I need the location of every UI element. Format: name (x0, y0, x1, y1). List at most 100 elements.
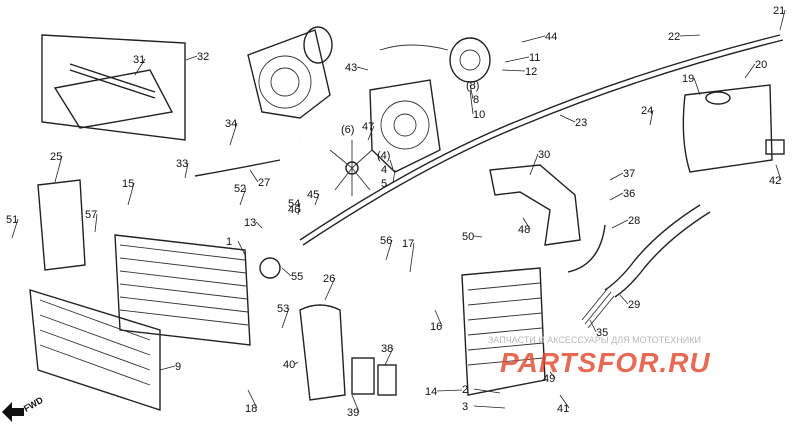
callout-51: 51 (6, 214, 19, 239)
callout-number: 5 (381, 178, 387, 190)
fwd-label: FWD (22, 395, 45, 414)
leader-line (281, 307, 290, 329)
callout-35: 35 (589, 319, 608, 339)
callout-52: 52 (234, 183, 247, 206)
leader-line (559, 114, 576, 123)
callout-number: 26 (323, 273, 335, 285)
bracket-30 (489, 164, 581, 246)
leader-line (775, 164, 782, 181)
callout-15: 15 (122, 178, 135, 206)
callout-number: 34 (225, 118, 237, 130)
callout-number: 4 (381, 164, 387, 176)
callout-number: 8 (473, 94, 479, 106)
leader-line (185, 55, 198, 61)
leader-line (473, 405, 506, 409)
upper-hose (194, 138, 302, 177)
callout-number: 41 (557, 403, 569, 415)
right-hoses (567, 204, 711, 329)
callout-41: 41 (557, 394, 570, 415)
callout-32: 32 (185, 51, 209, 63)
callout-36: 36 (609, 188, 635, 201)
callout-number: 3 (462, 401, 468, 413)
callout-number: 53 (277, 303, 289, 315)
callout-17: 17 (402, 238, 415, 273)
leader-line (392, 169, 396, 184)
callout-number: 45 (307, 189, 319, 201)
callout-23: 23 (559, 114, 587, 129)
callout-number: 49 (543, 373, 555, 385)
callout-18: 18 (245, 389, 258, 415)
callout-47: 47 (362, 121, 375, 141)
callout-number: 40 (283, 359, 295, 371)
callout-number: 20 (755, 59, 767, 71)
callout-29: 29 (619, 294, 640, 311)
callout-number: 44 (545, 31, 557, 43)
callout-number: 42 (769, 175, 781, 187)
grouped-callout: (6) (341, 124, 354, 136)
leader-line (649, 109, 654, 126)
leader-line (294, 361, 299, 365)
side-cover (37, 179, 86, 271)
leader-line (473, 235, 483, 238)
callout-21: 21 (773, 5, 786, 31)
leader-line (744, 63, 756, 79)
leader-line (504, 56, 530, 63)
leader-line (611, 219, 629, 229)
leader-line (385, 239, 393, 261)
callout-number: 1 (226, 236, 232, 248)
callout-53: 53 (277, 303, 290, 329)
callout-26: 26 (323, 273, 336, 301)
leader-line (529, 153, 539, 176)
leader-line (619, 294, 629, 305)
leader-line (469, 84, 474, 100)
callout-number: 12 (525, 66, 537, 78)
callout-number: 25 (50, 151, 62, 163)
leader-line (609, 172, 624, 181)
callout-24: 24 (641, 105, 654, 126)
leader-line (549, 371, 556, 379)
gasket (351, 357, 397, 396)
leader-line (229, 122, 238, 146)
callout-layer: 1234589101112131415161718192021222324252… (6, 5, 786, 419)
watermark: ЗАПЧАСТИ И АКСЕССУАРЫ ДЛЯ МОТОТЕХНИКИ PA… (488, 335, 710, 378)
leader-line (609, 192, 624, 201)
callout-48: 48 (518, 217, 531, 236)
callout-number: 30 (538, 149, 550, 161)
callout-56: 56 (380, 235, 393, 261)
callout-10: 10 (469, 89, 485, 121)
callout-57: 57 (85, 209, 98, 233)
grouped-callout: (8) (466, 80, 479, 92)
callout-number: 33 (176, 158, 188, 170)
callout-number: 14 (425, 386, 437, 398)
leader-line (159, 365, 176, 371)
lower-hose (299, 304, 346, 401)
leader-line (247, 389, 258, 409)
leader-line (469, 89, 474, 115)
callout-4: 4 (381, 159, 394, 176)
fan-motor (379, 37, 491, 83)
main-radiator (114, 234, 281, 346)
callout-number: 9 (175, 361, 181, 373)
callout-38: 38 (381, 343, 394, 366)
callout-19: 19 (682, 73, 701, 96)
right-radiator (461, 267, 546, 396)
callout-1: 1 (226, 236, 246, 256)
callout-55: 55 (281, 267, 303, 283)
leader-line (356, 66, 369, 71)
leader-line (559, 394, 570, 409)
callout-number: 47 (362, 121, 374, 133)
leader-line (184, 162, 189, 179)
callout-28: 28 (611, 215, 640, 229)
callout-25: 25 (50, 151, 63, 183)
leader-line (389, 159, 394, 170)
callout-number: 29 (628, 299, 640, 311)
callout-number: 32 (197, 51, 209, 63)
leader-line (127, 182, 135, 206)
overflow-tube (299, 34, 784, 246)
callout-number: 48 (518, 224, 530, 236)
fan-shroud-upper (247, 26, 333, 119)
leader-line (521, 35, 546, 43)
callout-number: 54 (288, 198, 300, 210)
callout-number: 21 (773, 5, 785, 17)
